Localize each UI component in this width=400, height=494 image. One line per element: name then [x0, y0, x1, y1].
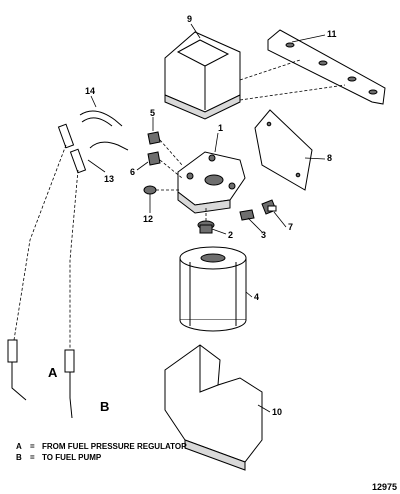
- part-cover: [164, 31, 241, 120]
- part-fuel-line-14: [7, 110, 123, 401]
- part-fuel-line-13: [64, 141, 129, 419]
- callout-14: 14: [85, 86, 95, 96]
- callout-8: 8: [327, 153, 332, 163]
- part-plate: [254, 109, 313, 191]
- callout-11: 11: [327, 29, 337, 39]
- part-fitting-6: [147, 151, 161, 166]
- callout-3: 3: [261, 230, 266, 240]
- callout-7: 7: [288, 222, 293, 232]
- callout-13: 13: [104, 174, 114, 184]
- legend-a-key: A: [16, 442, 22, 451]
- legend: A = FROM FUEL PRESSURE REGULATOR B = TO …: [16, 442, 187, 462]
- callout-4: 4: [254, 292, 259, 302]
- line-label-a: A: [48, 365, 58, 380]
- part-fitting-7: [261, 199, 277, 215]
- part-filter-element: [179, 246, 247, 332]
- legend-a-eq: =: [30, 442, 35, 451]
- callout-10: 10: [272, 407, 282, 417]
- legend-a-text: FROM FUEL PRESSURE REGULATOR: [42, 442, 187, 451]
- callout-6: 6: [130, 167, 135, 177]
- legend-b-text: TO FUEL PUMP: [42, 453, 102, 462]
- legend-b-key: B: [16, 453, 22, 462]
- leader-lines: [87, 23, 326, 413]
- callout-5: 5: [150, 108, 155, 118]
- part-shield: [164, 344, 263, 471]
- callout-1: 1: [218, 123, 223, 133]
- callout-12: 12: [143, 214, 153, 224]
- part-fitting-12: [143, 185, 157, 195]
- part-filter-head: [177, 151, 246, 214]
- part-bracket: [267, 29, 386, 105]
- part-fitting-3: [239, 209, 255, 221]
- legend-b-eq: =: [30, 453, 35, 462]
- callout-2: 2: [228, 230, 233, 240]
- part-fitting-5: [147, 131, 161, 145]
- figure-id: 12975: [372, 482, 397, 492]
- callout-9: 9: [187, 14, 192, 24]
- line-label-b: B: [100, 399, 109, 414]
- part-nipple: [197, 220, 215, 234]
